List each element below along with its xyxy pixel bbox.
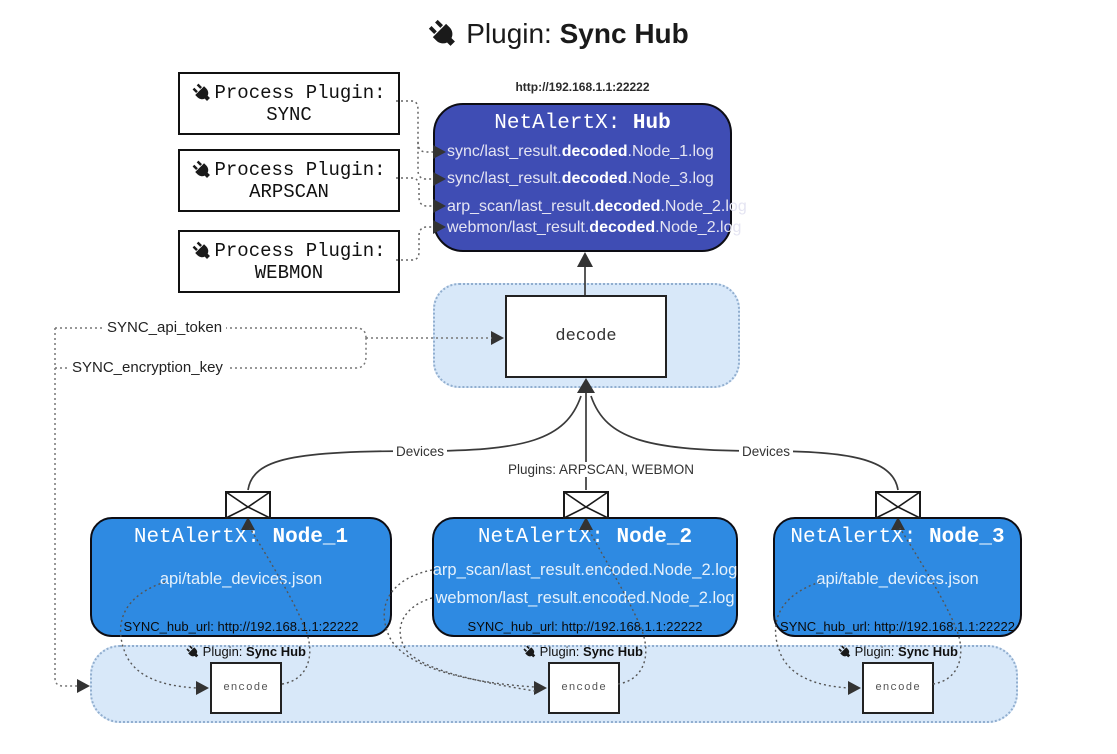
- node-hub-url-1: SYNC_hub_url: http://192.168.1.1:22222: [123, 619, 359, 634]
- encode-plugin-label-text: Plugin: Sync Hub: [854, 644, 958, 659]
- hub-title: NetAlertX: Hub: [494, 112, 671, 135]
- hub-log-line: sync/last_result.decoded.Node_1.log: [447, 143, 714, 160]
- page-title: Plugin: Sync Hub: [0, 18, 1117, 50]
- node-line: arp_scan/last_result.encoded.Node_2.log: [432, 561, 738, 579]
- plug-icon: [193, 241, 211, 259]
- process-plugin-label: Process Plugin:: [214, 158, 386, 181]
- node-title-1: NetAlertX: Node_1: [133, 526, 349, 549]
- devices-label-left: Devices: [393, 444, 448, 459]
- decode-box: decode: [505, 295, 667, 378]
- hub-box: [433, 103, 732, 252]
- node-line: api/table_devices.json: [159, 570, 323, 588]
- devices-label-right: Devices: [739, 444, 794, 459]
- process-plugin-name: WEBMON: [254, 261, 324, 284]
- encode-box-2: encode: [548, 662, 620, 714]
- node-line: api/table_devices.json: [816, 570, 979, 588]
- encode-plugin-label-3: Plugin: Sync Hub: [838, 644, 958, 659]
- process-plugin-label: Process Plugin:: [214, 81, 386, 104]
- plugins-label-middle: Plugins: ARPSCAN, WEBMON: [505, 462, 698, 477]
- plug-icon: [523, 645, 536, 657]
- plug-icon: [193, 160, 211, 178]
- process-plugin-label: Process Plugin:: [214, 239, 386, 262]
- process-plugin-name: ARPSCAN: [249, 180, 329, 203]
- encode-plugin-label-text: Plugin: Sync Hub: [202, 644, 306, 659]
- encode-plugin-label-text: Plugin: Sync Hub: [539, 644, 643, 659]
- node-line: webmon/last_result.encoded.Node_2.log: [435, 589, 735, 607]
- node-hub-url-2: SYNC_hub_url: http://192.168.1.1:22222: [467, 619, 703, 634]
- sync-encryption-key-label: SYNC_encryption_key: [68, 359, 227, 376]
- node-title-3: NetAlertX: Node_3: [790, 526, 1005, 549]
- page-title-text: Plugin: Sync Hub: [466, 18, 689, 49]
- process-plugin-box-webmon: Process Plugin: WEBMON: [178, 230, 400, 293]
- process-plugin-box-arpscan: Process Plugin: ARPSCAN: [178, 149, 400, 212]
- process-plugin-name: SYNC: [266, 103, 312, 126]
- plug-icon: [193, 83, 211, 101]
- hub-log-line: arp_scan/last_result.decoded.Node_2.log: [447, 198, 747, 215]
- node-hub-url-3: SYNC_hub_url: http://192.168.1.1:22222: [780, 619, 1015, 634]
- plug-icon: [186, 645, 199, 657]
- plug-icon: [838, 645, 851, 657]
- encode-box-3: encode: [862, 662, 934, 714]
- process-plugin-box-sync: Process Plugin: SYNC: [178, 72, 400, 135]
- encode-box-1: encode: [210, 662, 282, 714]
- plug-icon: [429, 19, 456, 46]
- hub-log-line: sync/last_result.decoded.Node_3.log: [447, 170, 714, 187]
- hub-log-line: webmon/last_result.decoded.Node_2.log: [447, 219, 742, 236]
- encode-plugin-label-1: Plugin: Sync Hub: [186, 644, 306, 659]
- hub-url-label: http://192.168.1.1:22222: [515, 80, 650, 94]
- sync-api-token-label: SYNC_api_token: [103, 319, 227, 336]
- node-title-2: NetAlertX: Node_2: [477, 526, 693, 549]
- encode-plugin-label-2: Plugin: Sync Hub: [523, 644, 643, 659]
